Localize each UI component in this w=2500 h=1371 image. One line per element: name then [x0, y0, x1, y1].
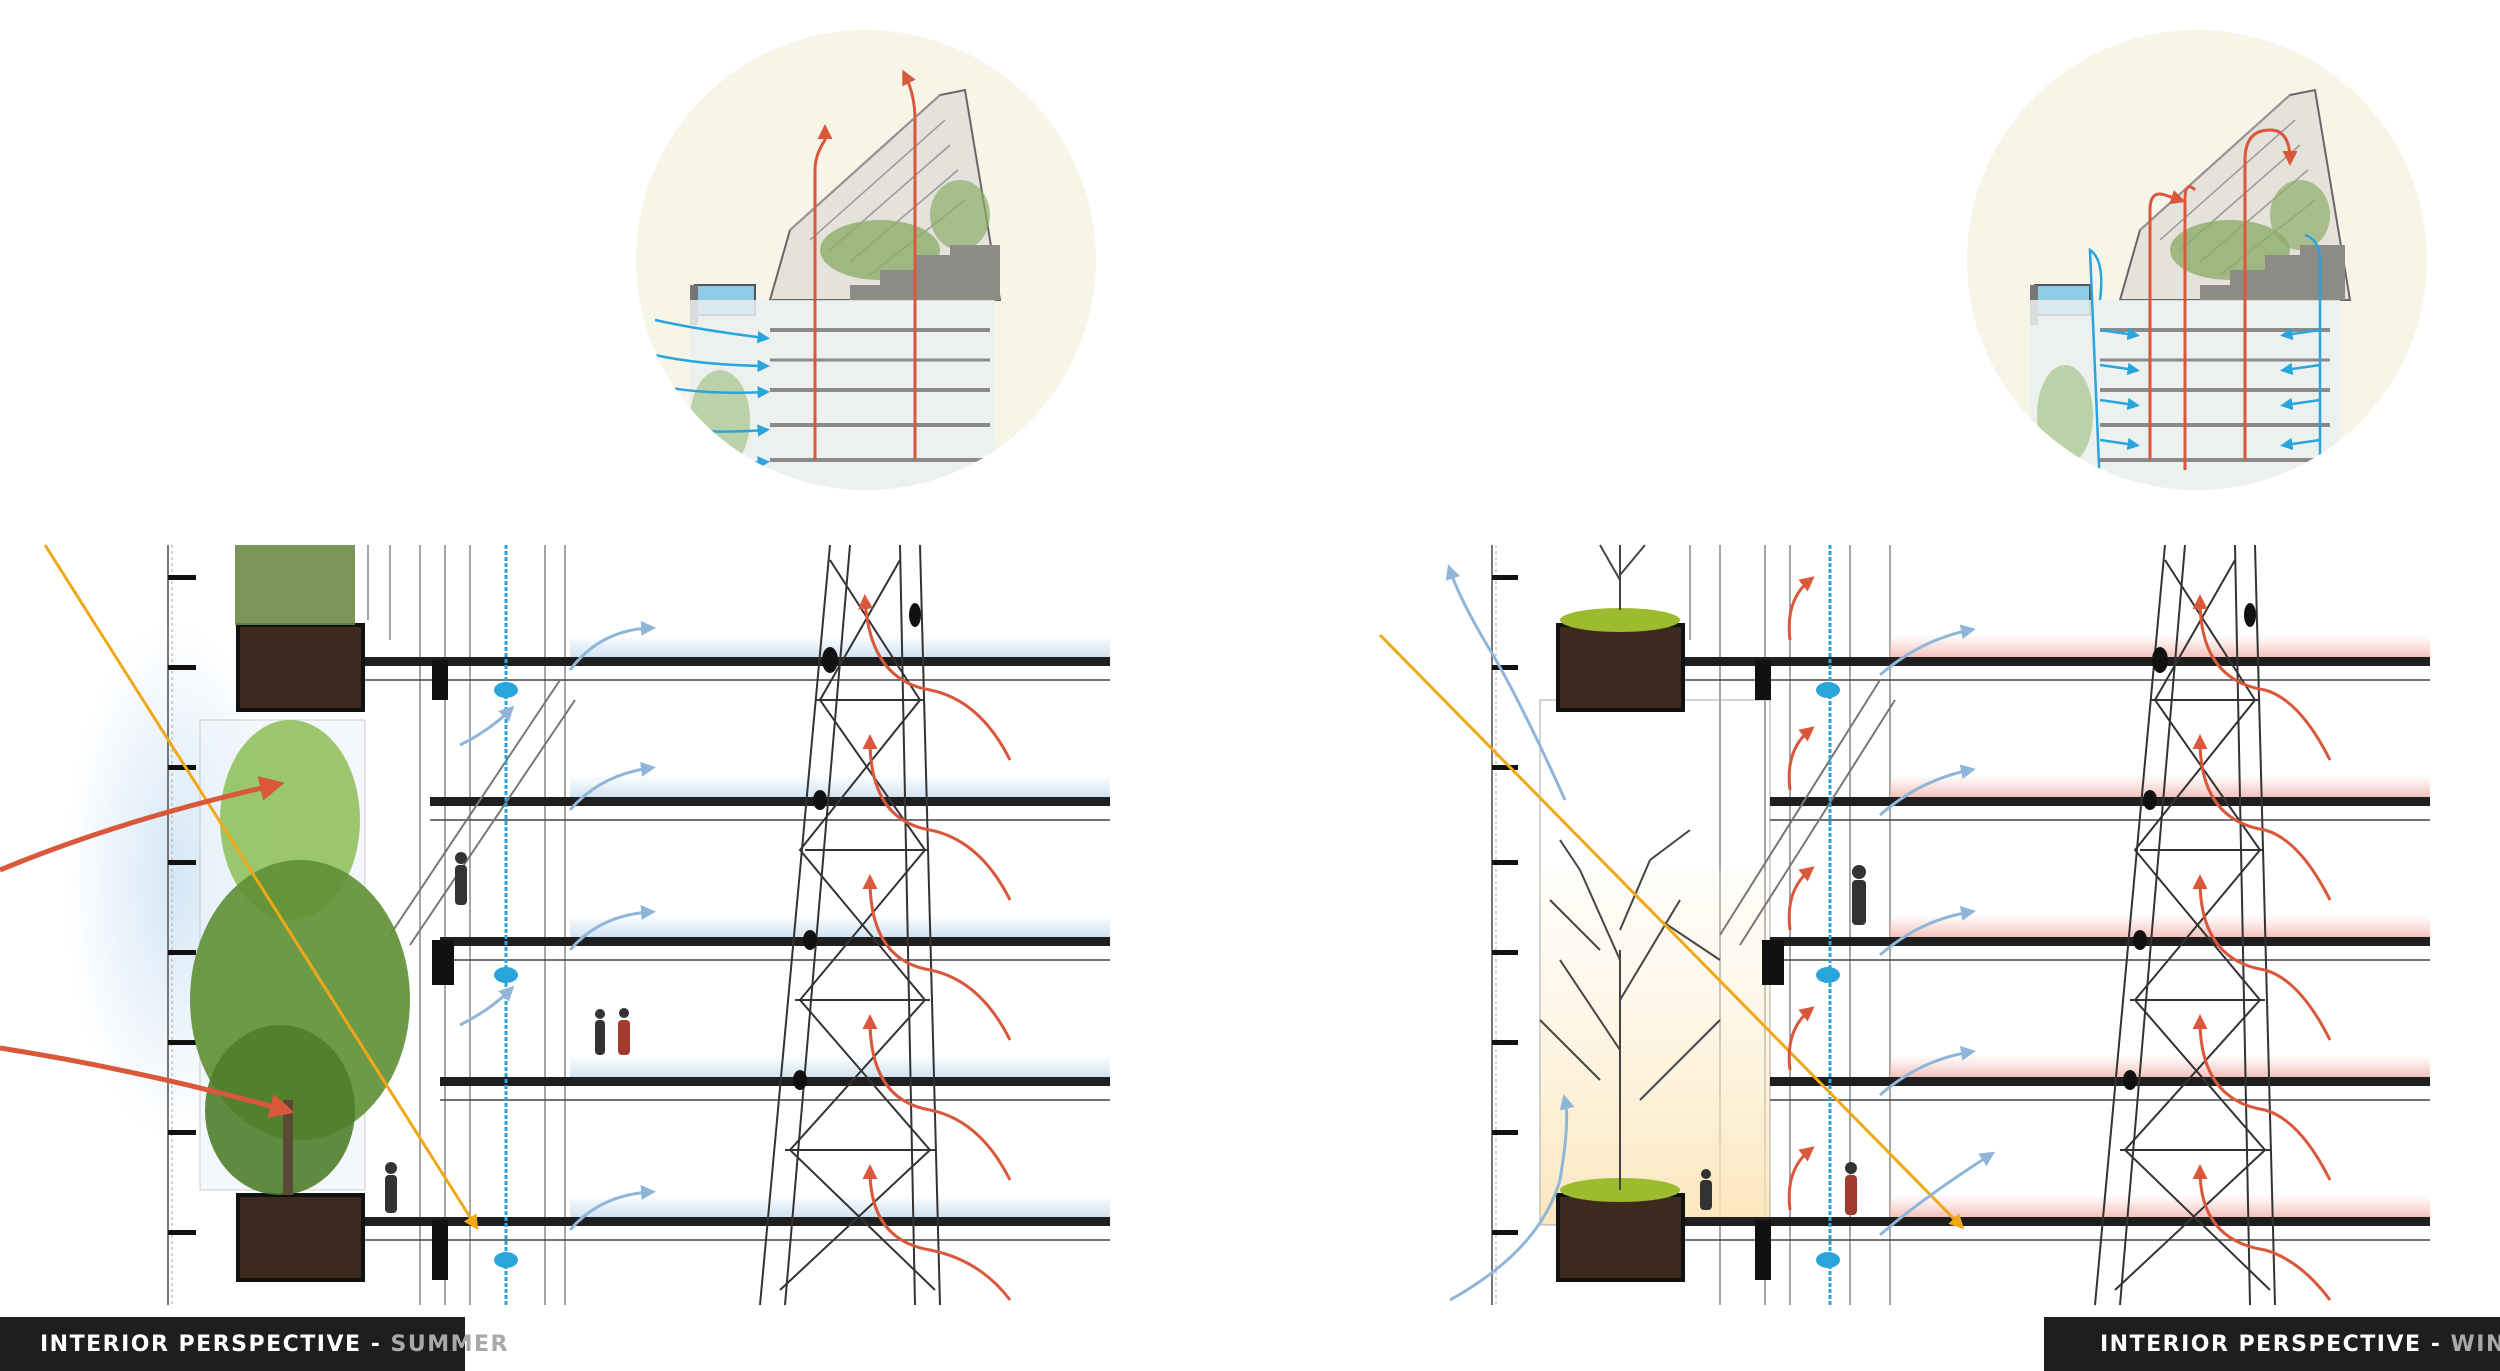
caption-title: INTERIOR PERSPECTIVE [40, 1331, 362, 1357]
winter-section [1378, 544, 2430, 1306]
light-air-arrows [459, 620, 656, 1231]
warm-air-arrows [1787, 576, 1815, 1211]
warm-air-inflow [0, 1045, 295, 1119]
winter-diagrid [2094, 544, 2276, 1306]
summer-diagrid [759, 544, 941, 1306]
caption-separator: - [2421, 1331, 2451, 1357]
floor-slabs [365, 657, 1110, 1226]
caption-season: SUMMER [390, 1331, 509, 1357]
cool-air-bands [570, 635, 1110, 1220]
people [385, 852, 630, 1213]
level-ticks [168, 575, 196, 1235]
sun-ray [43, 544, 479, 1231]
people [1700, 865, 1866, 1215]
floor-slabs [1685, 657, 2430, 1226]
summer-detail-bubble [636, 30, 1096, 490]
caption-title: INTERIOR PERSPECTIVE [2100, 1331, 2422, 1357]
caption-season: WINTER [2450, 1331, 2500, 1357]
caption-winter: INTERIOR PERSPECTIVE - WINTER [2044, 1317, 2500, 1371]
winter-detail-bubble [1967, 30, 2427, 490]
light-air-arrows [1445, 564, 1996, 1302]
summer-planters [236, 623, 365, 1282]
caption-summer: INTERIOR PERSPECTIVE - SUMMER [0, 1317, 507, 1371]
summer-section [0, 544, 1110, 1306]
summer-trees [190, 545, 410, 1195]
level-ticks [1492, 575, 1518, 1235]
warm-stack-arrows [2192, 594, 2332, 1301]
caption-separator: - [361, 1331, 391, 1357]
sun-ray [1378, 633, 1965, 1230]
warm-stack-arrows [858, 594, 1012, 1301]
warm-air-bands [1890, 635, 2430, 1220]
warm-air-inflow [0, 776, 285, 873]
